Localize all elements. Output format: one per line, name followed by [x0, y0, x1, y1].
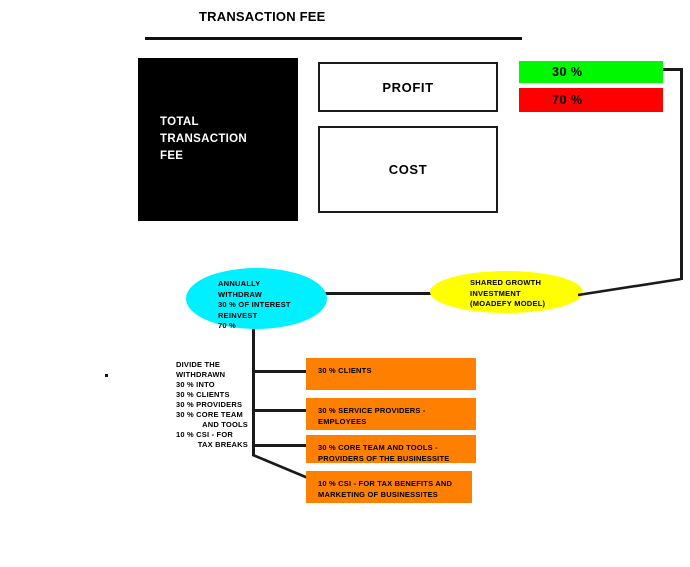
annual-line-4: REINVEST: [218, 310, 258, 320]
connector-cyan-to-yellow: [322, 292, 442, 295]
allocation-3-line-2: PROVIDERS OF THE BUSINESSITE: [318, 454, 450, 463]
allocation-2-line-1: 30 % SERVICE PROVIDERS -: [318, 406, 426, 415]
allocation-box-clients: 30 % CLIENTS: [306, 358, 476, 390]
annual-withdraw-ellipse: ANNUALLY WITHDRAW 30 % OF INTEREST REINV…: [186, 268, 327, 330]
branch-clients: [252, 370, 308, 373]
allocation-4-line-2: MARKETING OF BUSINESSITES: [318, 490, 439, 499]
total-fee-line-1: TOTAL: [160, 116, 199, 128]
divide-line-1: DIVIDE THE: [176, 360, 221, 369]
cost-percent-label: 70 %: [552, 93, 583, 107]
annual-line-1: ANNUALLY: [218, 279, 261, 288]
profit-box: PROFIT: [318, 62, 498, 112]
annual-line-3: 30 % OF INTEREST: [218, 300, 291, 309]
total-fee-line-2: TRANSACTION: [160, 133, 247, 145]
divide-line-2: WITHDRAWN: [176, 370, 226, 379]
annual-line-5: 70 %: [218, 321, 237, 330]
divide-line-5: 30 % PROVIDERS: [176, 400, 243, 409]
branch-core-team: [252, 444, 308, 447]
title-underline: [145, 37, 522, 40]
branch-service-providers: [252, 409, 308, 412]
cost-label: COST: [388, 162, 428, 177]
profit-percent-bar: 30 %: [519, 61, 663, 83]
allocation-3-line-1: 30 % CORE TEAM AND TOOLS -: [318, 443, 438, 452]
profit-percent-label: 30 %: [552, 65, 583, 79]
divide-instructions: DIVIDE THE WITHDRAWN 30 % INTO 30 % CLIE…: [176, 360, 248, 450]
allocation-box-service-providers: 30 % SERVICE PROVIDERS - EMPLOYEES: [306, 398, 476, 430]
divide-line-8: 10 % CSI - FOR: [176, 430, 233, 439]
shared-growth-line-2: INVESTMENT: [470, 288, 521, 298]
cost-box: COST: [318, 126, 498, 213]
connector-right-vertical: [680, 68, 683, 280]
annual-line-2: WITHDRAW: [218, 289, 263, 299]
profit-label: PROFIT: [382, 79, 434, 95]
allocation-box-core-team: 30 % CORE TEAM AND TOOLS - PROVIDERS OF …: [306, 435, 476, 463]
divide-line-6: 30 % CORE TEAM: [176, 410, 243, 419]
cost-percent-bar: 70 %: [519, 88, 663, 112]
connector-green-to-right: [663, 68, 683, 71]
divide-line-4: 30 % CLIENTS: [176, 390, 230, 399]
allocation-1-line-1: 30 % CLIENTS: [318, 366, 372, 375]
divide-line-3: 30 % INTO: [176, 380, 215, 389]
divide-line-7: AND TOOLS: [202, 420, 248, 429]
total-transaction-fee-box: TOTAL TRANSACTION FEE: [138, 58, 298, 221]
stray-dot: [105, 374, 108, 377]
shared-growth-line-3: (MOADEFY MODEL): [470, 299, 546, 308]
allocation-2-line-2: EMPLOYEES: [318, 417, 367, 426]
allocation-box-csi: 10 % CSI - FOR TAX BENEFITS AND MARKETIN…: [306, 471, 472, 503]
total-fee-line-3: FEE: [160, 150, 184, 162]
shared-growth-investment-ellipse: SHARED GROWTH INVESTMENT (MOADEFY MODEL): [430, 271, 583, 313]
allocation-4-line-1: 10 % CSI - FOR TAX BENEFITS AND: [318, 479, 453, 488]
shared-growth-line-1: SHARED GROWTH: [470, 278, 542, 287]
divide-line-9: TAX BREAKS: [197, 440, 248, 449]
tree-trunk: [252, 329, 255, 456]
page-title: TRANSACTION FEE: [199, 9, 326, 24]
